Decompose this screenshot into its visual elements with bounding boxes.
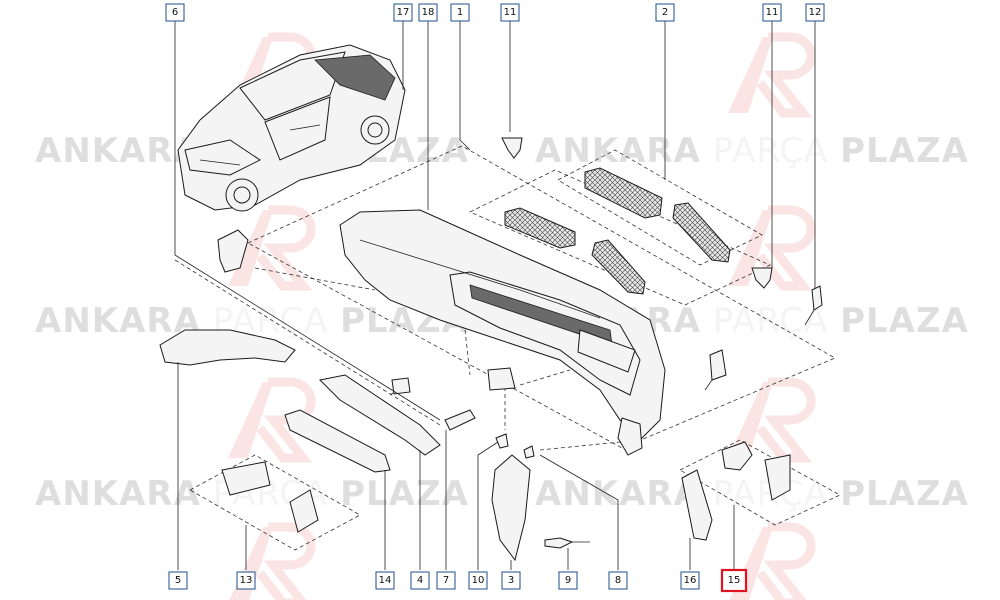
right-side-parts [491, 349, 791, 562]
left-side-parts [159, 229, 516, 533]
watermark-logo-icon [728, 377, 816, 463]
leader-lines [174, 20, 816, 570]
callout-17: 17 [393, 3, 413, 22]
fasteners [495, 137, 823, 549]
callout-15-highlighted: 15 [720, 568, 748, 593]
callout-6: 6 [165, 3, 185, 22]
svg-text:13: 13 [240, 575, 253, 586]
callout-11-top-left: 11 [500, 3, 520, 22]
svg-text:4: 4 [417, 575, 423, 586]
callout-2: 2 [655, 3, 675, 22]
callout-13: 13 [236, 571, 256, 590]
callout-4: 4 [410, 571, 430, 590]
svg-text:16: 16 [684, 575, 697, 586]
svg-text:18: 18 [422, 7, 435, 18]
svg-text:10: 10 [472, 575, 485, 586]
svg-text:6: 6 [172, 7, 178, 18]
grille-parts [504, 167, 731, 295]
svg-text:11: 11 [766, 7, 779, 18]
svg-text:2: 2 [662, 7, 668, 18]
bumper-shell [339, 209, 666, 441]
callout-1: 1 [450, 3, 470, 22]
svg-text:7: 7 [443, 575, 449, 586]
svg-text:5: 5 [175, 575, 181, 586]
svg-text:12: 12 [809, 7, 822, 18]
svg-text:17: 17 [397, 7, 410, 18]
svg-text:14: 14 [379, 575, 392, 586]
svg-text:15: 15 [728, 575, 741, 586]
callout-7: 7 [436, 571, 456, 590]
callout-9: 9 [558, 571, 578, 590]
watermark-text: ANKARA PARÇA PLAZA [535, 474, 969, 514]
callout-5: 5 [168, 571, 188, 590]
svg-text:1: 1 [457, 7, 463, 18]
callout-8: 8 [608, 571, 628, 590]
svg-text:8: 8 [615, 575, 621, 586]
watermark-logo-icon [728, 32, 816, 118]
callout-16: 16 [680, 571, 700, 590]
watermark-text: ANKARA PARÇA PLAZA [35, 474, 469, 514]
callout-18: 18 [418, 3, 438, 22]
callout-labels: 6 17 18 1 11 2 11 12 5 13 14 4 7 10 3 9 … [165, 3, 825, 593]
callout-10: 10 [468, 571, 488, 590]
callout-12: 12 [805, 3, 825, 22]
callout-3: 3 [501, 571, 521, 590]
callout-11-top-right: 11 [762, 3, 782, 22]
watermark-logo-icon [728, 205, 816, 291]
svg-text:9: 9 [565, 575, 571, 586]
svg-text:3: 3 [508, 575, 514, 586]
svg-text:11: 11 [504, 7, 517, 18]
car-illustration [177, 44, 406, 212]
watermark-text: ANKARA PARÇA PLAZA [535, 131, 969, 171]
callout-14: 14 [375, 571, 395, 590]
